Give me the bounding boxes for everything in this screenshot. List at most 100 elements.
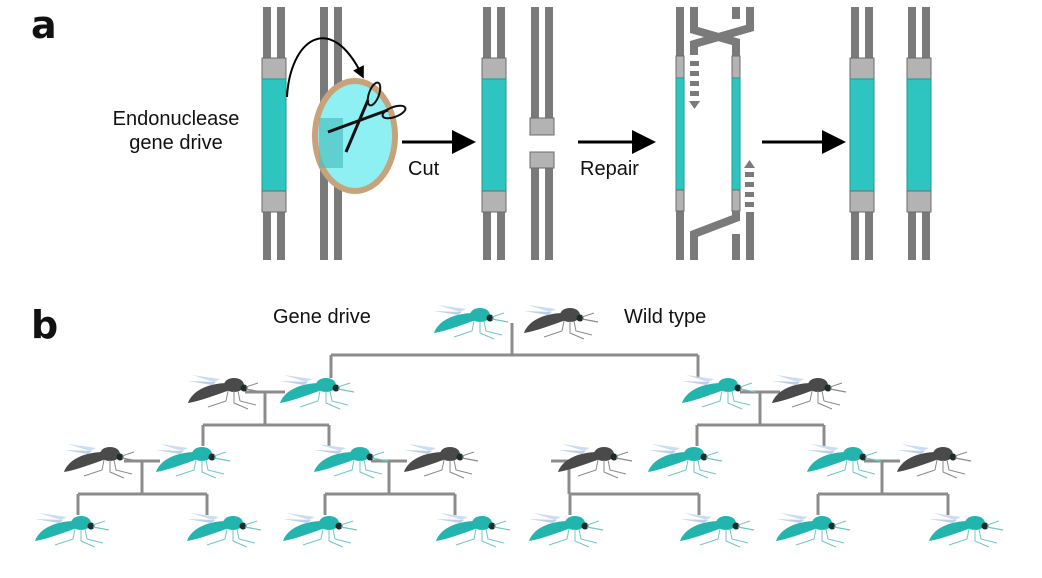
mosquito-leg bbox=[974, 529, 990, 548]
mosquito-thorax bbox=[716, 516, 736, 530]
mosquito-head bbox=[239, 522, 247, 530]
gene-drive-mosquito bbox=[776, 513, 851, 548]
cut-end bbox=[529, 117, 555, 136]
gene-drive-mosquito bbox=[283, 513, 358, 548]
mosquito-antenna bbox=[615, 451, 629, 457]
mosquito-leg bbox=[916, 459, 938, 477]
mosquito-abdomen bbox=[436, 521, 478, 541]
mosquito-leg bbox=[795, 528, 817, 546]
mosquito-antenna bbox=[493, 520, 507, 526]
dna-strand bbox=[746, 212, 754, 260]
gene-drive-mosquito bbox=[529, 513, 604, 548]
mosquito-abdomen bbox=[529, 521, 571, 541]
mosquito-head bbox=[208, 453, 216, 461]
mosquito-wing bbox=[776, 519, 804, 523]
mosquito-thorax bbox=[223, 516, 243, 530]
mosquito-population bbox=[35, 305, 1004, 548]
mosquito-proboscis bbox=[244, 526, 262, 531]
mosquito-wing bbox=[811, 444, 839, 451]
mosquito-thorax bbox=[965, 516, 985, 530]
mosquito-leg bbox=[328, 529, 344, 548]
mosquito-leg bbox=[817, 391, 833, 410]
synthesis-dash bbox=[690, 71, 699, 76]
mosquito-thorax bbox=[319, 516, 339, 530]
dna-strand bbox=[545, 7, 553, 131]
step-2-cut bbox=[481, 7, 555, 260]
gene-drive-mosquito bbox=[434, 305, 509, 340]
gene-drive-cassette bbox=[261, 78, 287, 193]
mosquito-thorax bbox=[560, 308, 580, 322]
mosquito-wing bbox=[772, 381, 800, 385]
wild-type-mosquito bbox=[524, 305, 599, 340]
gene-drive-mosquito bbox=[648, 444, 723, 479]
mosquito-wing bbox=[64, 450, 92, 454]
mosquito-leg bbox=[363, 459, 383, 475]
mosquito-leg bbox=[667, 459, 689, 477]
mosquito-wing bbox=[901, 444, 929, 451]
mosquito-leg bbox=[423, 459, 445, 477]
mosquito-wing bbox=[283, 519, 311, 523]
dna-strand bbox=[545, 153, 553, 260]
scissors-handle bbox=[366, 81, 382, 107]
mosquito-thorax bbox=[316, 378, 336, 392]
panel-b-label: b bbox=[31, 303, 59, 347]
mosquito-head bbox=[581, 522, 589, 530]
mosquito-leg bbox=[205, 459, 225, 475]
mosquito-leg bbox=[548, 528, 570, 546]
gene-drive-mosquito bbox=[187, 513, 262, 548]
wild-type-mosquito bbox=[772, 375, 847, 410]
mosquito-antenna bbox=[829, 382, 843, 388]
homology-arm bbox=[849, 57, 875, 81]
mosquito-head bbox=[828, 522, 836, 530]
mosquito-leg bbox=[603, 460, 619, 479]
mosquito-abdomen bbox=[776, 521, 818, 541]
synthesis-dash bbox=[745, 172, 754, 177]
mosquito-head bbox=[87, 522, 95, 530]
invading-strand bbox=[690, 211, 740, 260]
mosquito-wing bbox=[284, 375, 312, 382]
panel-a-label: a bbox=[31, 3, 57, 47]
mosquito-leg bbox=[978, 528, 998, 544]
gene-drive-mosquito bbox=[929, 513, 1004, 548]
homology-arm bbox=[481, 57, 507, 81]
mosquito-leg bbox=[791, 390, 813, 408]
legend-wild-type-label: Wild type bbox=[624, 306, 707, 328]
mosquito-thorax bbox=[470, 308, 490, 322]
mosquito-wing bbox=[652, 444, 680, 451]
mosquito-abdomen bbox=[156, 452, 198, 472]
mosquito-leg bbox=[453, 320, 475, 338]
gene-drive-strand bbox=[675, 77, 685, 191]
mosquito-leg bbox=[453, 459, 473, 475]
mosquito-abdomen bbox=[35, 521, 77, 541]
mosquito-antenna bbox=[581, 312, 595, 318]
mosquito-proboscis bbox=[954, 457, 972, 462]
synthesis-dash bbox=[745, 182, 754, 187]
mosquito-antenna bbox=[737, 520, 751, 526]
endonuclease-gene-drive-label: Endonuclease gene drive bbox=[86, 107, 266, 155]
mosquito-leg bbox=[201, 460, 217, 479]
mosquito-leg bbox=[573, 320, 593, 336]
mosquito-thorax bbox=[224, 378, 244, 392]
mosquito-abdomen bbox=[280, 383, 322, 403]
mosquito-leg bbox=[577, 459, 599, 477]
mosquito-proboscis bbox=[615, 457, 633, 462]
dna-strand bbox=[732, 7, 740, 19]
mosquito-wing bbox=[192, 375, 220, 382]
repair-step-label: Repair bbox=[580, 158, 639, 180]
mosquito-proboscis bbox=[491, 318, 509, 323]
mosquito-leg bbox=[942, 460, 958, 479]
mosquito-leg bbox=[207, 390, 229, 408]
homology-arm bbox=[675, 55, 685, 79]
mosquito-thorax bbox=[933, 447, 953, 461]
mosquito-wing bbox=[438, 305, 466, 312]
mosquito-proboscis bbox=[864, 457, 882, 462]
mosquito-head bbox=[981, 522, 989, 530]
mosquito-abdomen bbox=[187, 521, 229, 541]
gene-label-line2: gene drive bbox=[129, 132, 223, 154]
expression-arrow bbox=[286, 37, 364, 98]
mosquito-leg bbox=[479, 321, 495, 340]
gene-drive-cassette bbox=[906, 78, 932, 193]
mosquito-wing bbox=[188, 381, 216, 385]
mosquito-abdomen bbox=[929, 521, 971, 541]
gene-drive-cassette bbox=[481, 78, 507, 193]
